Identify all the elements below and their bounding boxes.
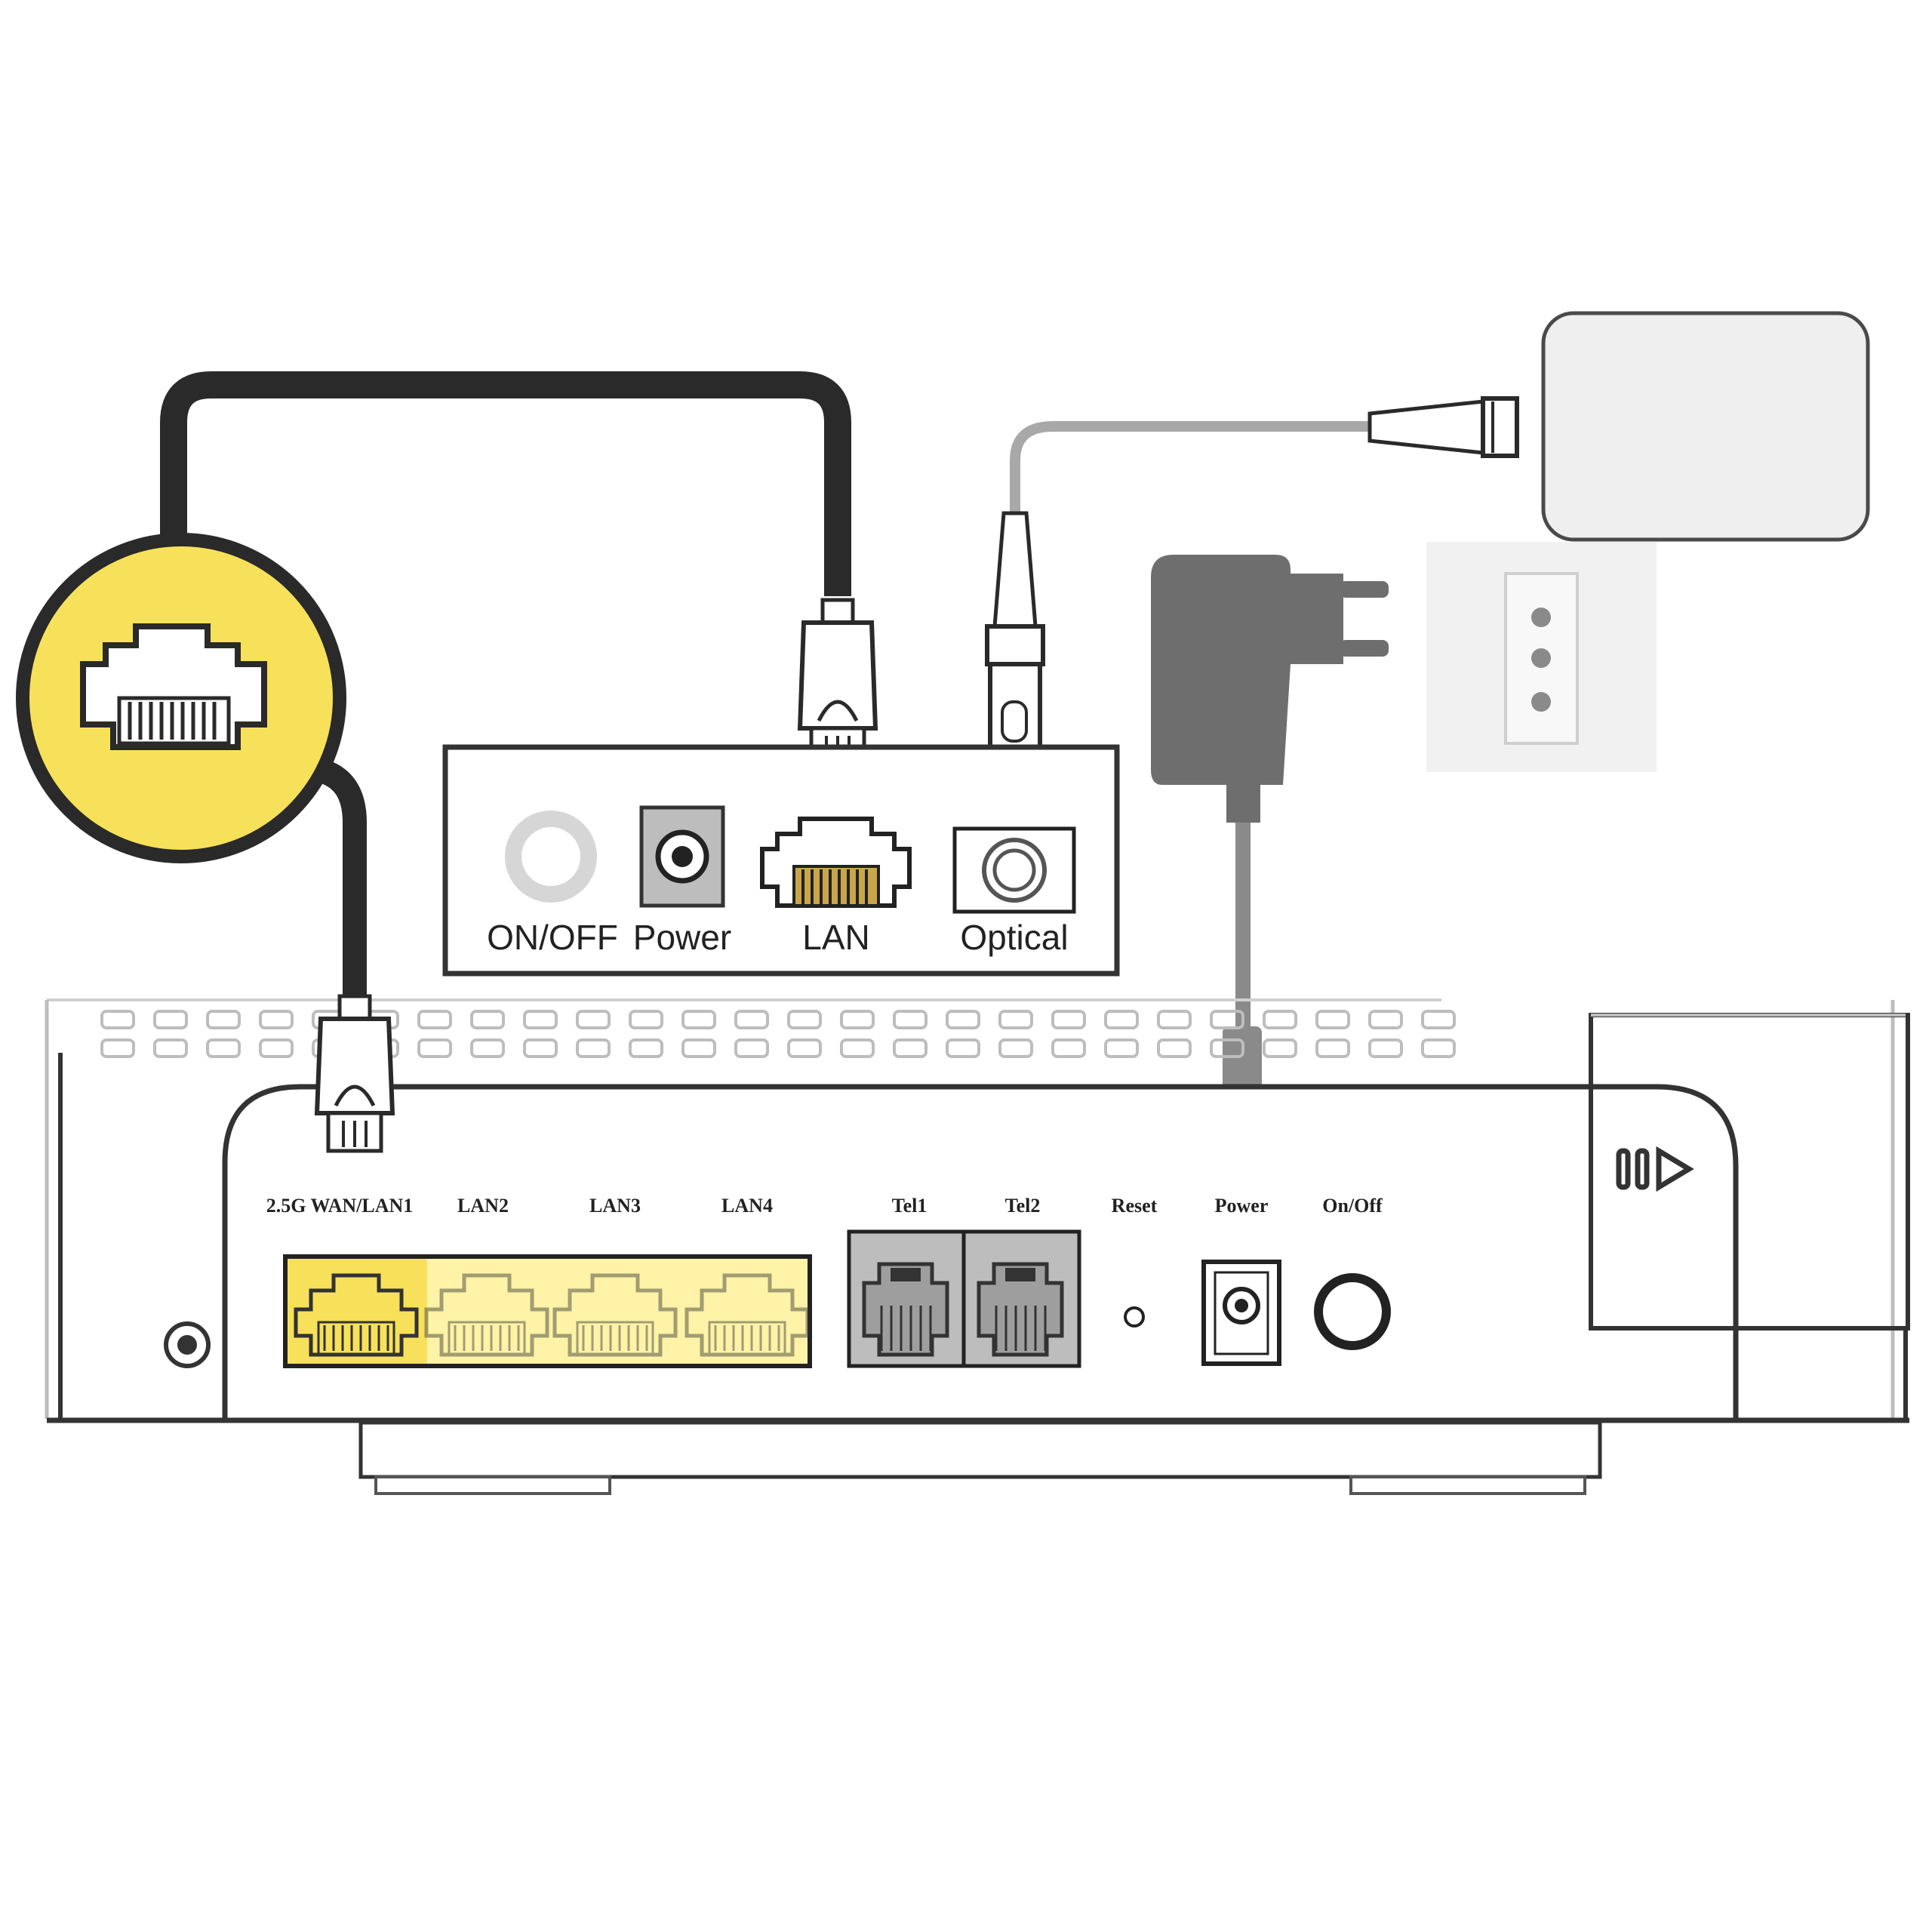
vent-slot <box>470 1038 505 1058</box>
ont-optical-port <box>952 826 1076 914</box>
ethernet-cable-bottom <box>314 758 367 996</box>
vent-slot <box>998 1010 1033 1029</box>
vent-slot <box>1157 1038 1192 1058</box>
vent-slot <box>787 1038 822 1058</box>
vent-slot <box>100 1010 135 1029</box>
ethernet-cable-top <box>160 371 851 596</box>
vent-slot <box>259 1038 294 1058</box>
router-label-lan2: LAN2 <box>457 1195 509 1217</box>
vent-slot <box>1368 1010 1403 1029</box>
ont-label-onoff: ON/OFF <box>487 918 618 957</box>
vent-slot <box>840 1038 875 1058</box>
vent-slot <box>787 1010 822 1029</box>
vent-slot <box>153 1010 188 1029</box>
router-onoff-button <box>1314 1273 1391 1350</box>
ont-label-lan: LAN <box>802 918 869 957</box>
router-rj45-port-icon <box>294 1273 419 1357</box>
ethernet-plug-ont <box>797 598 878 768</box>
play-logo-icon <box>1616 1146 1694 1192</box>
vent-slot <box>417 1010 452 1029</box>
ont-label-optical: Optical <box>960 918 1068 957</box>
vent-slot <box>1210 1010 1244 1029</box>
fiber-wall-box <box>1541 311 1870 542</box>
ont-onoff-button <box>505 811 597 903</box>
vent-slot <box>681 1010 716 1029</box>
vent-slot <box>100 1038 135 1058</box>
vent-slot <box>1263 1010 1297 1029</box>
ont-label-power: Power <box>633 918 731 957</box>
router-rj11-port-icon <box>862 1262 949 1357</box>
router-tel-ports <box>847 1229 1081 1368</box>
vent-slot <box>1263 1038 1297 1058</box>
router-label-onoff: On/Off <box>1322 1195 1383 1217</box>
vent-slot <box>206 1010 241 1029</box>
router-label-lan3: LAN3 <box>589 1195 641 1217</box>
vent-slot <box>576 1010 611 1029</box>
vent-slot <box>523 1038 558 1058</box>
vent-slot <box>893 1010 928 1029</box>
vent-slot <box>576 1038 611 1058</box>
vent-slot <box>1051 1038 1086 1058</box>
vent-slot <box>1051 1010 1086 1029</box>
vent-slot <box>1104 1038 1139 1058</box>
vent-slot <box>206 1038 241 1058</box>
vent-slot <box>893 1038 928 1058</box>
router-rj45-port-icon <box>424 1273 549 1357</box>
vent-slot <box>1368 1038 1403 1058</box>
vent-slot <box>1157 1010 1192 1029</box>
lan-port-zoom-circle <box>16 533 346 863</box>
router-label-wan-lan1: 2.5G WAN/LAN1 <box>266 1195 414 1217</box>
vent-slot <box>153 1038 188 1058</box>
vent-slot <box>681 1038 716 1058</box>
vent-slot <box>629 1010 663 1029</box>
ethernet-plug-router <box>314 994 395 1153</box>
router-rj11-port-icon <box>977 1262 1064 1357</box>
router-rj45-port-icon <box>552 1273 678 1357</box>
router-label-tel1: Tel1 <box>892 1195 928 1217</box>
vent-slot <box>946 1038 980 1058</box>
ont-lan-port <box>760 817 912 908</box>
wall-power-socket <box>1426 542 1657 772</box>
router-label-reset: Reset <box>1112 1195 1158 1217</box>
power-adapter <box>1151 555 1389 1158</box>
vent-slot <box>1315 1038 1350 1058</box>
router-label-power: Power <box>1215 1195 1269 1217</box>
router-rj45-port-icon <box>685 1273 810 1357</box>
vent-slot <box>734 1038 769 1058</box>
vent-slot <box>1210 1038 1244 1058</box>
vent-slot <box>734 1010 769 1029</box>
vent-slot <box>629 1038 663 1058</box>
optical-fiber-cable <box>1010 421 1374 513</box>
vent-slot <box>946 1010 980 1029</box>
vent-slot <box>259 1010 294 1029</box>
vent-slot <box>523 1010 558 1029</box>
vent-slot <box>1421 1010 1456 1029</box>
router-label-lan4: LAN4 <box>721 1195 773 1217</box>
vent-slot <box>1421 1038 1456 1058</box>
vent-slot <box>417 1038 452 1058</box>
ont-port-panel: ON/OFF Power LAN Optical <box>442 744 1120 977</box>
vent-slot <box>470 1010 505 1029</box>
router-lan-ports <box>283 1254 812 1368</box>
router-reset-pinhole <box>1124 1306 1145 1327</box>
router-power-jack <box>1201 1260 1281 1366</box>
router-port-labels: 2.5G WAN/LAN1 LAN2 LAN3 LAN4 Tel1 Tel2 R… <box>266 1195 1383 1217</box>
router-label-tel2: Tel2 <box>1005 1195 1041 1217</box>
vent-slot <box>1315 1010 1350 1029</box>
vent-slot <box>998 1038 1033 1058</box>
fiber-wall-connector <box>1367 396 1519 458</box>
vent-slot <box>840 1010 875 1029</box>
vent-slot <box>1104 1010 1139 1029</box>
